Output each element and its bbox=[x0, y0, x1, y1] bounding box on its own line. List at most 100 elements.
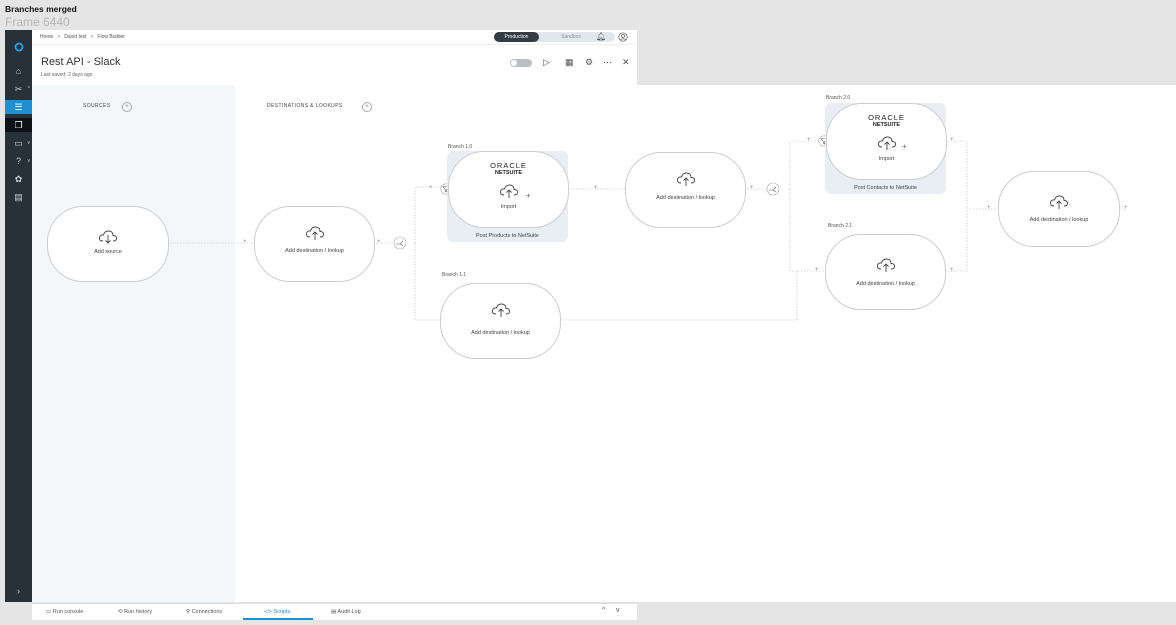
breadcrumb-home[interactable]: Home bbox=[40, 34, 54, 40]
cloud-upload-icon bbox=[827, 135, 946, 156]
tab-label: Scripts bbox=[273, 609, 291, 615]
add-source-label: Add source bbox=[94, 249, 122, 255]
settings-icon[interactable]: ⚙ bbox=[585, 57, 594, 67]
connector-plus[interactable]: + bbox=[377, 239, 381, 245]
connector-lines bbox=[168, 140, 1126, 321]
add-step-plus-icon[interactable]: + bbox=[526, 191, 531, 200]
destinations-column-title: DESTINATIONS & LOOKUPS bbox=[267, 103, 343, 109]
connector-plus[interactable]: + bbox=[594, 185, 598, 191]
connector-plus[interactable]: + bbox=[950, 267, 954, 273]
cloud-upload-icon bbox=[826, 257, 945, 278]
dashboard-icon[interactable]: ▤ bbox=[14, 191, 23, 202]
tab-label: Connections bbox=[191, 609, 223, 615]
flows-icon[interactable]: ☰ bbox=[5, 100, 32, 114]
resources-icon[interactable]: ❐ bbox=[5, 118, 32, 132]
tab-label: Run console bbox=[52, 609, 84, 615]
add-source-node[interactable]: Add source bbox=[47, 206, 169, 282]
bottom-panel-tabs: ▭ Run console ⟲ Run history ⚲ Connection… bbox=[32, 603, 637, 620]
destination-label: Add destination / lookup bbox=[856, 281, 915, 287]
branch-label: Branch 1.1 bbox=[442, 272, 467, 278]
flow-header: Rest API - Slack Last saved: 2 days ago … bbox=[32, 45, 637, 85]
import-label: Import bbox=[500, 204, 517, 210]
connector-plus[interactable]: + bbox=[750, 185, 754, 191]
tab-scripts[interactable]: </> Scripts bbox=[264, 609, 291, 615]
close-icon[interactable]: ✕ bbox=[622, 57, 630, 67]
destination-node[interactable]: Add destination / lookup bbox=[625, 152, 746, 228]
frame-title: Branches merged bbox=[5, 4, 77, 14]
step-post-products[interactable]: ORACLE NETSUITE + Import Post Products t… bbox=[447, 151, 569, 242]
connector-plus[interactable]: + bbox=[1124, 205, 1128, 211]
destination-node[interactable]: Add destination / lookup bbox=[998, 171, 1120, 247]
expand-icon[interactable]: › bbox=[17, 586, 20, 596]
connector-plus[interactable]: + bbox=[950, 137, 954, 143]
tools-icon[interactable]: ✂^ bbox=[14, 83, 30, 94]
destination-node[interactable]: Add destination / lookup bbox=[254, 206, 375, 282]
frame-subtitle: Frame 6440 bbox=[5, 15, 70, 29]
flow-title[interactable]: Rest API - Slack bbox=[41, 56, 121, 68]
destination-node[interactable]: Add destination / lookup bbox=[440, 283, 561, 359]
cloud-upload-icon bbox=[626, 171, 745, 192]
destination-node[interactable]: Add destination / lookup bbox=[825, 234, 946, 310]
netsuite-import-node[interactable]: ORACLE NETSUITE + Import bbox=[448, 151, 569, 228]
step-post-contacts[interactable]: ORACLE NETSUITE + Import Post Contacts t… bbox=[825, 103, 947, 194]
environment-toggle[interactable]: Production Sandbox bbox=[494, 32, 615, 42]
connector-plus[interactable]: + bbox=[815, 267, 819, 273]
tab-run-console[interactable]: ▭ Run console bbox=[46, 609, 84, 615]
netsuite-import-node[interactable]: ORACLE NETSUITE + Import bbox=[826, 103, 947, 180]
oracle-logo: ORACLE bbox=[868, 113, 905, 122]
branch-label: Branch 1.0 bbox=[448, 144, 473, 150]
connector-plus[interactable]: + bbox=[429, 185, 433, 191]
connector-plus[interactable]: + bbox=[807, 137, 811, 143]
home-icon[interactable]: ⌂ bbox=[15, 66, 22, 76]
step-name: Post Contacts to NetSuite bbox=[854, 185, 917, 191]
help-icon[interactable]: ?v bbox=[15, 156, 30, 166]
marketplace-icon[interactable]: ▭v bbox=[14, 137, 30, 148]
add-destination-plus-button[interactable]: + bbox=[362, 102, 372, 112]
chevron-down-icon[interactable]: v bbox=[616, 607, 620, 614]
add-source-plus-button[interactable]: + bbox=[122, 102, 132, 112]
more-icon[interactable]: ⋯ bbox=[603, 57, 612, 67]
last-saved-text: Last saved: 2 days ago bbox=[41, 72, 93, 78]
breadcrumb-user[interactable]: David test bbox=[64, 34, 87, 40]
cloud-upload-icon bbox=[449, 183, 568, 204]
flow-enable-toggle[interactable] bbox=[510, 59, 532, 67]
calendar-icon[interactable]: ▦ bbox=[565, 57, 574, 67]
netsuite-logo: NETSUITE bbox=[872, 122, 901, 128]
connector-plus[interactable]: + bbox=[243, 239, 247, 245]
add-step-plus-icon[interactable]: + bbox=[902, 142, 907, 151]
branch-label: Branch 2.1 bbox=[828, 223, 853, 229]
play-icon[interactable]: ▷ bbox=[543, 57, 550, 67]
breadcrumb-page: Flow Builder bbox=[97, 34, 125, 40]
env-sandbox-option[interactable]: Sandbox bbox=[561, 34, 581, 40]
branch-label: Branch 2.0 bbox=[826, 95, 851, 101]
destination-label: Add destination / lookup bbox=[656, 195, 715, 201]
connector-plus[interactable]: + bbox=[987, 205, 991, 211]
tab-audit-log[interactable]: ▤ Audit Log bbox=[331, 609, 361, 615]
router-icon[interactable] bbox=[765, 182, 781, 201]
env-production-option[interactable]: Production bbox=[494, 32, 539, 42]
sources-panel bbox=[32, 85, 235, 602]
netsuite-logo: NETSUITE bbox=[494, 170, 523, 176]
bell-icon[interactable]: 🔔︎ bbox=[596, 32, 607, 41]
destination-label: Add destination / lookup bbox=[1029, 217, 1089, 223]
chevron-up-icon[interactable]: ^ bbox=[602, 607, 606, 614]
tab-connections[interactable]: ⚲ Connections bbox=[186, 609, 223, 615]
router-icon[interactable] bbox=[392, 236, 408, 255]
cloud-download-icon bbox=[48, 229, 168, 250]
breadcrumb-separator: > bbox=[57, 34, 61, 40]
active-tab-indicator bbox=[243, 618, 313, 620]
tab-label: Audit Log bbox=[337, 609, 361, 615]
breadcrumb-separator: > bbox=[90, 34, 94, 40]
import-label: Import bbox=[878, 156, 895, 162]
education-icon[interactable]: ✿ bbox=[14, 173, 23, 184]
user-icon[interactable] bbox=[618, 32, 628, 44]
destination-label: Add destination / lookup bbox=[285, 248, 344, 254]
flow-canvas[interactable]: SOURCES + DESTINATIONS & LOOKUPS + Add s… bbox=[32, 85, 1176, 602]
oracle-logo: ORACLE bbox=[490, 161, 527, 170]
step-name: Post Products to NetSuite bbox=[476, 233, 539, 239]
app-logo-icon[interactable] bbox=[5, 40, 32, 54]
tab-run-history[interactable]: ⟲ Run history bbox=[118, 609, 152, 615]
top-bar: Home>David test>Flow Builder Production … bbox=[32, 30, 637, 45]
cloud-upload-icon bbox=[999, 194, 1119, 215]
sources-column-title: SOURCES bbox=[83, 103, 111, 109]
